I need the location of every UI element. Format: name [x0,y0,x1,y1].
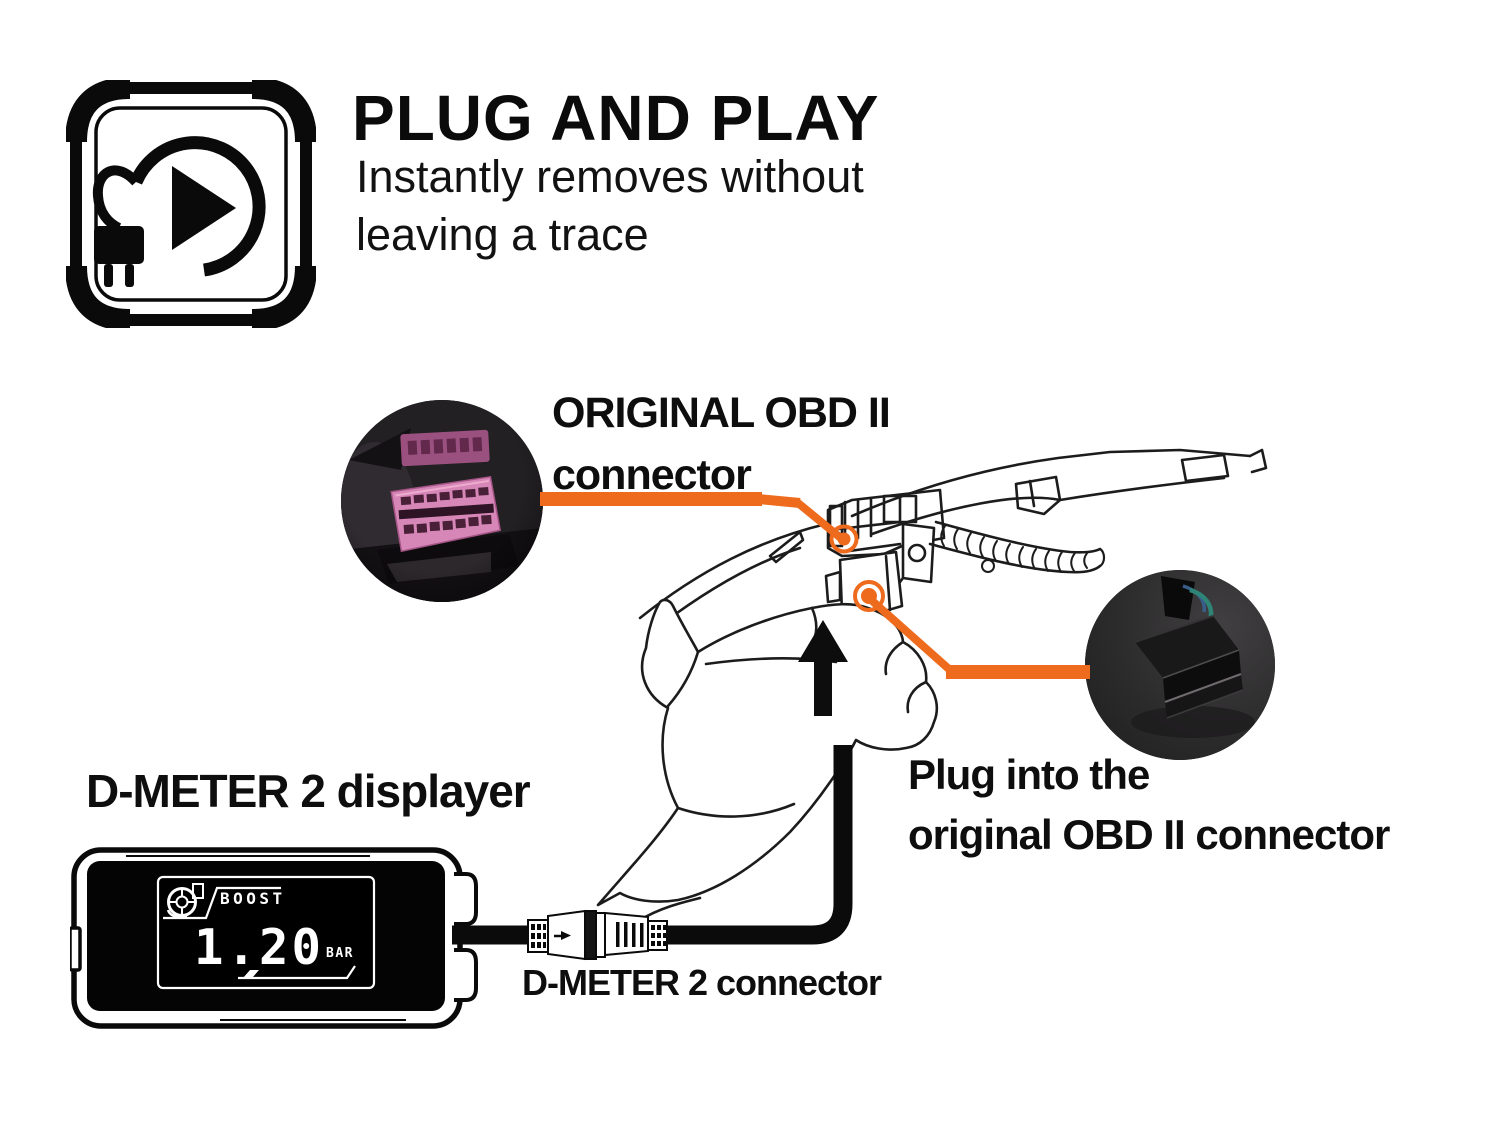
label-plug-into-line1: Plug into the [908,751,1150,798]
up-arrow [798,620,848,716]
photo-obd-plug [1085,570,1275,760]
plug-prong [104,264,113,287]
feature-subtitle-line2: leaving a trace [356,209,649,260]
callout-line-plug [866,595,1090,679]
feature-title: PLUG AND PLAY [352,82,880,154]
gauge-value: 1.20 [194,919,324,976]
gauge-unit: BAR [326,946,354,961]
inline-connector-drawing [527,909,668,961]
label-original-obd-line1: ORIGINAL OBD II [552,389,891,437]
plug-cord [92,165,140,233]
plug-play-icon [66,80,316,328]
marker-dot-upper [829,524,859,554]
label-d-meter-displayer: D-METER 2 displayer [86,765,531,817]
play-triangle [172,166,236,250]
photo-original-obd-connector [341,400,543,602]
plug-prong [125,264,134,287]
label-plug-into-line2: original OBD II connector [908,811,1390,858]
hand-line-art [596,598,939,922]
label-original-obd-line2: connector [552,451,752,499]
plug-body-shape [1134,615,1244,719]
screen-deco-top [163,886,281,920]
plug-sleeve [1161,576,1195,620]
marker-dot-lower [853,580,885,612]
label-plug-into: Plug into the original OBD II connector [908,745,1390,865]
gauge-name: BOOST [220,889,286,908]
screen-deco-bottom [238,965,356,980]
plug-body [94,226,144,264]
feature-subtitle-line1: Instantly removes without [356,151,864,202]
device-screen: BOOST 1.20 BAR [156,875,376,990]
rotate-arrow-arc [130,136,266,277]
label-d-meter-connector: D-METER 2 connector [522,962,882,1003]
d-meter-device: BOOST 1.20 BAR [70,847,478,1029]
label-original-obd-connector: ORIGINAL OBD II connector [552,382,891,506]
feature-subtitle: Instantly removes without leaving a trac… [356,148,864,264]
